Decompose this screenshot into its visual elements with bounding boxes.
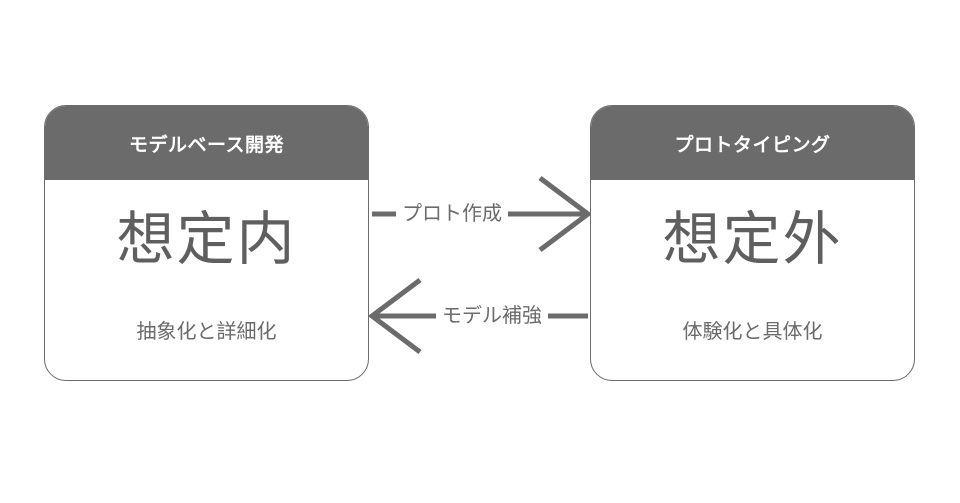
- model-based-node-main: 想定内: [116, 205, 297, 273]
- backward-arrowhead: [367, 278, 422, 354]
- prototyping-node-main: 想定外: [662, 205, 843, 273]
- prototyping-node: プロトタイピング 想定外 体験化と具体化: [590, 105, 915, 381]
- model-based-node-title: モデルベース開発: [45, 106, 368, 180]
- model-based-node: モデルベース開発 想定内 抽象化と詳細化: [44, 105, 369, 381]
- forward-arrowhead: [538, 176, 593, 252]
- model-based-node-sub: 抽象化と詳細化: [136, 319, 277, 343]
- forward-edge-label: プロト作成: [396, 203, 508, 223]
- prototyping-node-sub: 体験化と具体化: [682, 319, 823, 343]
- backward-edge-label: モデル補強: [436, 305, 548, 325]
- prototyping-node-title: プロトタイピング: [591, 106, 914, 180]
